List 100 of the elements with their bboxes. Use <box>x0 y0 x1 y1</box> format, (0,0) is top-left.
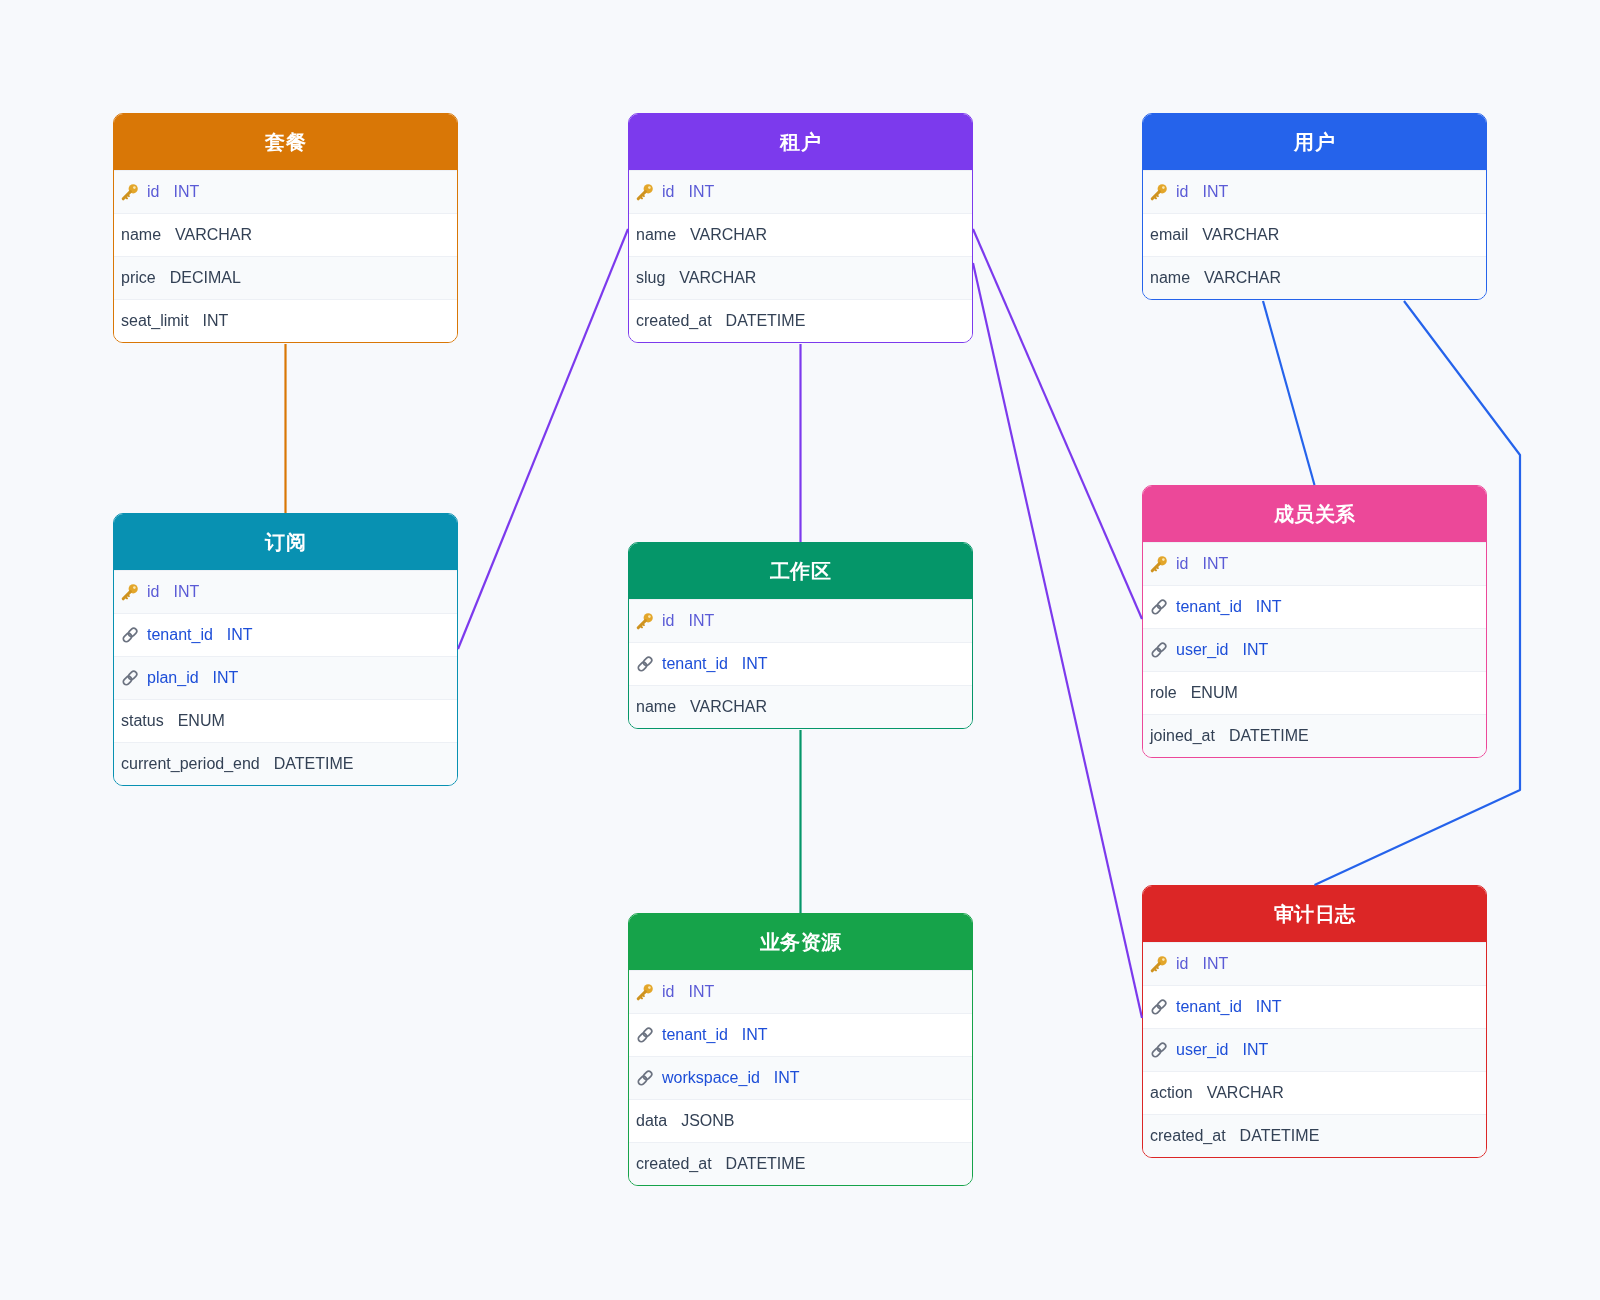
field-type: VARCHAR <box>1206 1084 1284 1102</box>
field-name: tenant_id <box>147 626 213 644</box>
field-row <box>1143 942 1486 985</box>
field-name: id <box>662 183 675 201</box>
field-type: DATETIME <box>1228 727 1309 745</box>
field-type: JSONB <box>681 1112 735 1130</box>
field-type: DATETIME <box>273 755 354 773</box>
field-type: INT <box>173 583 200 601</box>
field-name: workspace_id <box>662 1069 760 1087</box>
table-header: 订阅 <box>114 514 457 570</box>
field-row <box>1143 1114 1486 1157</box>
field-row <box>629 1056 972 1099</box>
table-header: 用户 <box>1143 114 1486 170</box>
field-type: VARCHAR <box>690 698 768 716</box>
field-name: price <box>121 269 156 287</box>
field-row <box>114 256 457 299</box>
field-name: joined_at <box>1150 727 1215 745</box>
field-type: DATETIME <box>725 312 806 330</box>
field-name: created_at <box>636 1155 712 1173</box>
field-row <box>114 299 457 342</box>
field-type: DATETIME <box>1239 1127 1320 1145</box>
field-row <box>629 1142 972 1185</box>
relationship-line <box>799 344 802 542</box>
field-type: INT <box>1202 183 1229 201</box>
field-row <box>1143 170 1486 213</box>
field-name: name <box>1150 269 1191 287</box>
entity-table <box>628 542 973 729</box>
field-row <box>1143 1028 1486 1071</box>
field-type: VARCHAR <box>1202 226 1280 244</box>
field-type: INT <box>688 612 715 630</box>
field-name: name <box>121 226 162 244</box>
entity-table <box>1142 485 1487 758</box>
field-name: id <box>1176 955 1189 973</box>
field-name: name <box>636 226 677 244</box>
table-header: 租户 <box>629 114 972 170</box>
field-type: INT <box>741 1026 768 1044</box>
field-name: slug <box>636 269 666 287</box>
field-row <box>114 170 457 213</box>
field-name: email <box>1150 226 1189 244</box>
relationship-line <box>972 228 1143 620</box>
field-name: created_at <box>1150 1127 1226 1145</box>
field-row <box>629 685 972 728</box>
field-name: user_id <box>1176 1041 1229 1059</box>
field-type: INT <box>1242 641 1269 659</box>
field-name: tenant_id <box>1176 998 1242 1016</box>
table-header: 成员关系 <box>1143 486 1486 542</box>
field-row <box>114 742 457 785</box>
field-row <box>629 170 972 213</box>
field-type: INT <box>773 1069 800 1087</box>
field-row <box>1143 542 1486 585</box>
field-name: status <box>121 712 164 730</box>
table-header: 套餐 <box>114 114 457 170</box>
table-header: 审计日志 <box>1143 886 1486 942</box>
entity-table <box>1142 113 1487 300</box>
field-type: DATETIME <box>725 1155 806 1173</box>
field-type: INT <box>1202 555 1229 573</box>
field-name: id <box>147 183 160 201</box>
relationship-line <box>971 262 1144 1019</box>
field-name: created_at <box>636 312 712 330</box>
field-type: INT <box>688 983 715 1001</box>
entity-table <box>113 113 458 343</box>
field-row <box>629 299 972 342</box>
entity-table <box>628 113 973 343</box>
field-name: name <box>636 698 677 716</box>
field-type: VARCHAR <box>1204 269 1282 287</box>
entity-table <box>628 913 973 1186</box>
field-name: plan_id <box>147 669 199 687</box>
table-header: 工作区 <box>629 543 972 599</box>
field-type: ENUM <box>177 712 225 730</box>
field-type: INT <box>202 312 229 330</box>
field-row <box>114 656 457 699</box>
field-type: DECIMAL <box>169 269 241 287</box>
field-name: tenant_id <box>662 655 728 673</box>
field-type: INT <box>1255 998 1282 1016</box>
field-type: INT <box>226 626 253 644</box>
field-name: tenant_id <box>1176 598 1242 616</box>
field-name: id <box>147 583 160 601</box>
field-name: id <box>1176 183 1189 201</box>
field-name: tenant_id <box>662 1026 728 1044</box>
field-type: INT <box>1242 1041 1269 1059</box>
field-name: id <box>662 612 675 630</box>
field-row <box>1143 714 1486 757</box>
entity-table <box>1142 885 1487 1158</box>
field-type: INT <box>688 183 715 201</box>
field-row <box>629 970 972 1013</box>
field-type: INT <box>212 669 239 687</box>
field-row <box>629 256 972 299</box>
relationship-line <box>799 730 802 913</box>
field-name: action <box>1150 1084 1193 1102</box>
field-type: INT <box>741 655 768 673</box>
field-row <box>1143 628 1486 671</box>
field-row <box>114 570 457 613</box>
field-type: VARCHAR <box>175 226 253 244</box>
relationship-line <box>457 228 629 650</box>
field-name: user_id <box>1176 641 1229 659</box>
field-name: current_period_end <box>121 755 260 773</box>
entity-table <box>113 513 458 786</box>
field-row <box>629 599 972 642</box>
field-name: data <box>636 1112 668 1130</box>
field-name: id <box>662 983 675 1001</box>
